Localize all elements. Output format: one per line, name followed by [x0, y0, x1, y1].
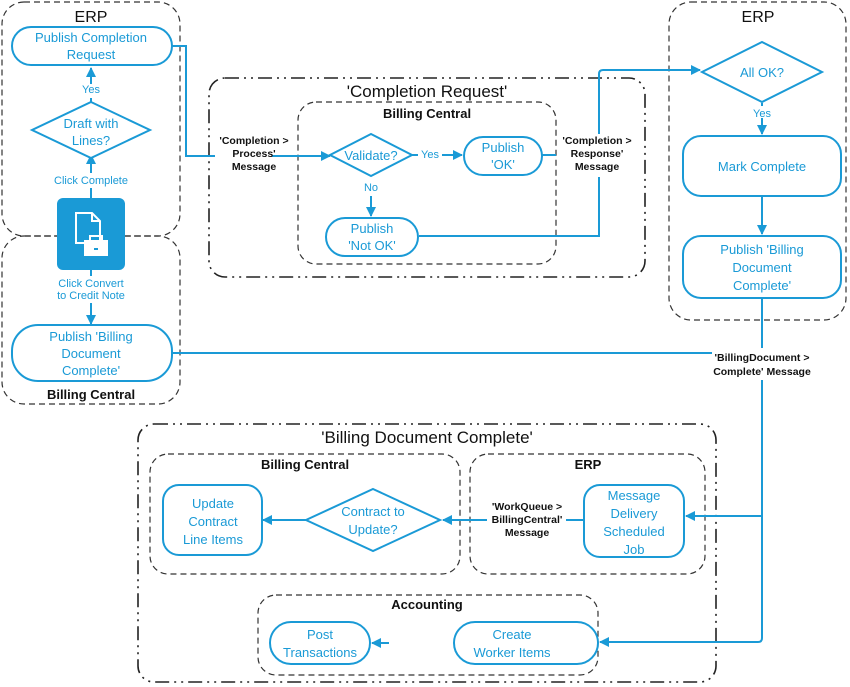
edge-label-click-complete: Click Complete: [54, 175, 128, 187]
message-completion-process: 'Completion > Process' Message: [219, 135, 288, 173]
svg-text:Contract: Contract: [188, 514, 238, 529]
edge-label-yes-draft: Yes: [82, 84, 100, 96]
svg-text:'WorkQueue >: 'WorkQueue >: [492, 501, 562, 513]
node-icon-convert[interactable]: [57, 198, 125, 270]
svg-text:Draft with: Draft with: [64, 116, 119, 131]
svg-text:Document: Document: [732, 260, 792, 275]
edge-response-to-allok: [598, 65, 701, 134]
svg-text:Update?: Update?: [348, 522, 397, 537]
svg-text:Lines?: Lines?: [72, 133, 110, 148]
svg-text:Publish: Publish: [482, 140, 525, 155]
node-publish-billing-doc-left[interactable]: Publish 'Billing Document Complete': [11, 324, 173, 382]
group-completion-request: [208, 77, 646, 278]
message-completion-response: 'Completion > Response' Message: [558, 134, 636, 176]
lane-billing-central-mid: [297, 101, 557, 265]
edge-label-yes-all-ok: Yes: [753, 108, 771, 120]
svg-text:'Completion >: 'Completion >: [562, 135, 631, 147]
svg-text:Publish Completion: Publish Completion: [35, 30, 147, 45]
svg-text:Transactions: Transactions: [283, 645, 357, 660]
edge-publish-request-to-message: [172, 45, 215, 157]
edge-notok-to-response: [419, 177, 600, 237]
node-publish-billing-doc-right[interactable]: Publish 'Billing Document Complete': [682, 235, 842, 299]
edge-label-click-convert-2: to Credit Note: [57, 290, 125, 302]
node-draft-with-lines[interactable]: Draft with Lines?: [29, 100, 153, 160]
svg-text:'Not OK': 'Not OK': [348, 238, 396, 253]
svg-text:Message: Message: [608, 488, 661, 503]
lane-title-billing-central-bottom: Billing Central: [261, 457, 349, 472]
svg-text:Message: Message: [505, 527, 550, 539]
svg-text:Job: Job: [624, 542, 645, 557]
svg-text:Post: Post: [307, 627, 333, 642]
lane-accounting: [257, 594, 599, 676]
message-billing-document-complete: 'BillingDocument > Complete' Message: [712, 348, 814, 380]
svg-text:Request: Request: [67, 47, 116, 62]
lane-title-billing-central-mid: Billing Central: [383, 106, 471, 121]
svg-text:All OK?: All OK?: [740, 65, 784, 80]
svg-text:Line Items: Line Items: [183, 532, 243, 547]
node-post-transactions[interactable]: Post Transactions: [269, 621, 371, 665]
svg-text:Document: Document: [61, 346, 121, 361]
lane-title-billing-central-left: Billing Central: [47, 387, 135, 402]
svg-text:Response': Response': [571, 148, 624, 160]
svg-text:'BillingDocument >: 'BillingDocument >: [715, 352, 810, 364]
svg-text:Update: Update: [192, 496, 234, 511]
group-billing-document-complete: [137, 423, 717, 683]
node-publish-completion-request[interactable]: Publish Completion Request: [11, 26, 173, 66]
node-publish-ok[interactable]: Publish 'OK': [463, 136, 543, 176]
document-briefcase-icon-bg: [57, 198, 125, 270]
svg-text:Message: Message: [575, 161, 620, 173]
node-validate[interactable]: Validate?: [327, 132, 415, 178]
group-title-completion-request: 'Completion Request': [347, 82, 508, 101]
svg-text:Message: Message: [232, 161, 277, 173]
edge-message-to-worker-items: [599, 516, 763, 647]
node-message-delivery-job[interactable]: Message Delivery Scheduled Job: [583, 484, 685, 558]
node-all-ok[interactable]: All OK?: [699, 40, 825, 104]
svg-text:Process': Process': [232, 148, 275, 160]
lane-erp-left: [1, 1, 181, 237]
edge-label-yes-validate: Yes: [421, 149, 439, 161]
lane-title-erp-bottom: ERP: [575, 457, 602, 472]
svg-text:Create: Create: [492, 627, 531, 642]
document-briefcase-icon: [75, 212, 108, 256]
node-update-contract-line-items[interactable]: Update Contract Line Items: [162, 484, 263, 556]
svg-text:Publish 'Billing: Publish 'Billing: [49, 329, 132, 344]
svg-text:Publish: Publish: [351, 221, 394, 236]
group-title-billing-document-complete: 'Billing Document Complete': [321, 428, 533, 447]
lane-erp-right: [668, 1, 847, 321]
lane-billing-central-left: [1, 235, 181, 405]
message-workqueue-billingcentral: 'WorkQueue > BillingCentral' Message: [492, 501, 563, 539]
node-create-worker-items[interactable]: Create Worker Items: [453, 621, 599, 665]
node-publish-not-ok[interactable]: Publish 'Not OK': [325, 217, 419, 257]
svg-text:Mark Complete: Mark Complete: [718, 159, 806, 174]
svg-text:Complete': Complete': [62, 363, 120, 378]
svg-text:Validate?: Validate?: [344, 148, 397, 163]
svg-text:Complete' Message: Complete' Message: [713, 366, 811, 378]
svg-text:Publish 'Billing: Publish 'Billing: [720, 242, 803, 257]
svg-text:BillingCentral': BillingCentral': [492, 514, 563, 526]
edge-label-click-convert-1: Click Convert: [58, 278, 123, 290]
svg-text:'Completion >: 'Completion >: [219, 135, 288, 147]
lane-title-erp-right: ERP: [742, 9, 775, 26]
node-contract-to-update[interactable]: Contract to Update?: [303, 487, 443, 553]
svg-text:Worker Items: Worker Items: [473, 645, 551, 660]
edge-message-to-job: [685, 380, 763, 521]
node-mark-complete[interactable]: Mark Complete: [682, 135, 842, 197]
edge-label-no-validate: No: [364, 182, 378, 194]
lane-billing-central-bottom: [149, 453, 461, 575]
svg-text:'OK': 'OK': [491, 157, 515, 172]
svg-text:Delivery: Delivery: [611, 506, 658, 521]
lane-title-erp-left: ERP: [75, 9, 108, 26]
svg-text:Contract to: Contract to: [341, 504, 405, 519]
lane-title-accounting: Accounting: [391, 597, 463, 612]
svg-text:Complete': Complete': [733, 278, 791, 293]
svg-text:Scheduled: Scheduled: [603, 524, 664, 539]
